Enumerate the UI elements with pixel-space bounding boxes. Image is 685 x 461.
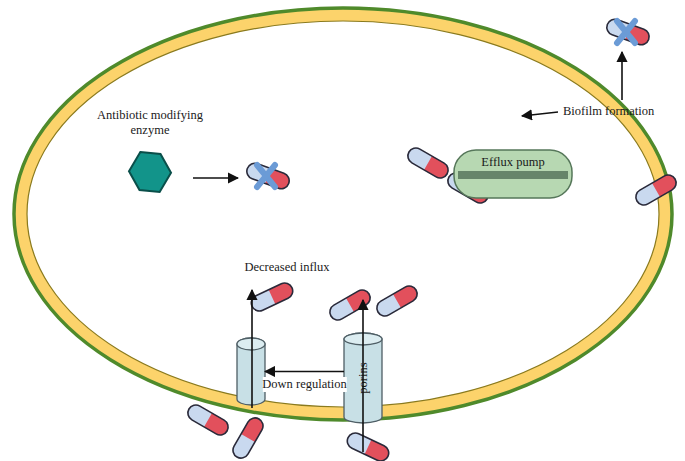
antibiotic-capsule (230, 415, 266, 461)
antibiotic-capsule (633, 172, 679, 208)
pump-node: Efflux pump (452, 146, 574, 202)
connector-arrow (265, 371, 344, 373)
node-label: Decreased influx (242, 260, 332, 275)
channel-body (237, 338, 265, 405)
channel-top (237, 338, 265, 350)
cell-membrane (27, 21, 659, 407)
pump-channel (458, 171, 568, 179)
antibiotic-capsule (245, 161, 292, 191)
shape-outline (452, 146, 574, 202)
annotation: Biofilm formation (563, 104, 654, 119)
influx-arrow (251, 290, 253, 408)
node-label: porins (356, 362, 371, 393)
shape (129, 152, 171, 192)
shape (237, 338, 265, 405)
channel-top (344, 333, 382, 345)
hex-node: Antibiotic modifying enzyme (92, 108, 208, 194)
shape-outline (129, 152, 171, 192)
antibiotic-capsule (185, 402, 231, 438)
arrow (193, 177, 238, 179)
influx-arrow (362, 300, 364, 452)
antibiotic-capsule (405, 145, 451, 181)
inactivation-cross (617, 21, 635, 43)
enzyme-hexagon (129, 152, 171, 192)
node-label: Efflux pump (452, 155, 574, 170)
antibiotic-capsule (249, 280, 296, 313)
inactivation-cross (257, 165, 275, 187)
antibiotic-capsule (374, 283, 420, 319)
shape (452, 146, 574, 202)
arrow (621, 52, 623, 100)
porin-node: porins (344, 333, 382, 423)
arrow (522, 112, 558, 116)
antibiotic-capsule (327, 287, 373, 323)
cell-wall (14, 8, 672, 420)
connector-label: Down regulation (262, 377, 346, 392)
shape-outline (237, 338, 265, 405)
node-label: Antibiotic modifying enzyme (92, 108, 208, 138)
antibiotic-capsule (605, 17, 652, 47)
antibiotic-capsule (345, 430, 392, 461)
channel-body (344, 333, 382, 423)
